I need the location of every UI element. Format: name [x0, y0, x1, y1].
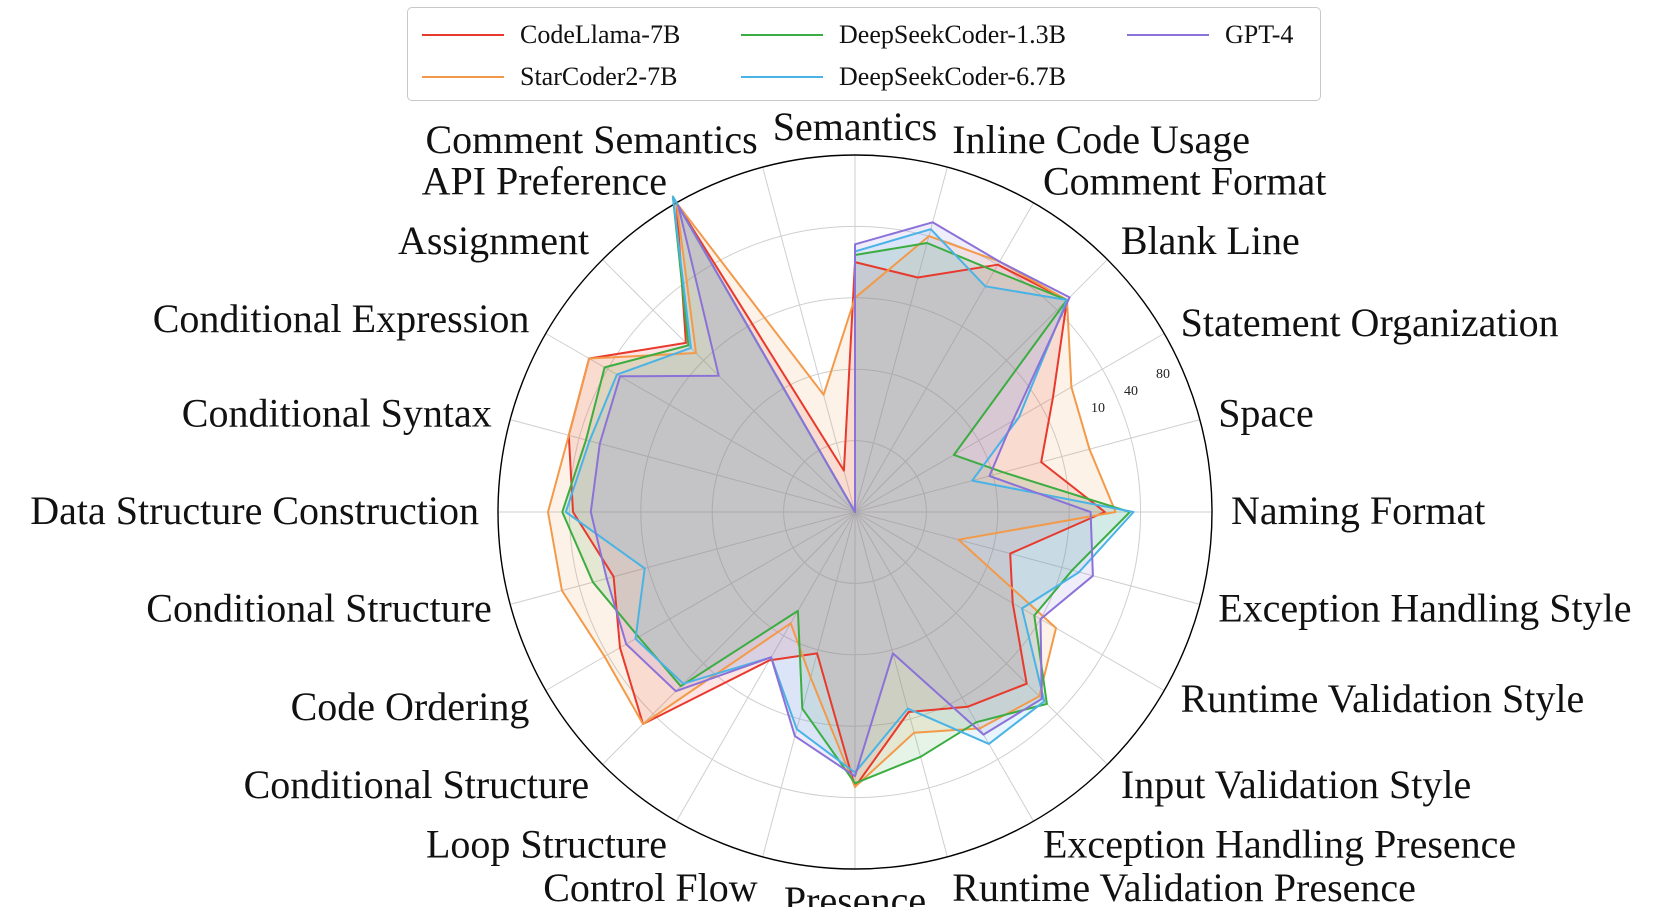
axis-label-7-naming-format: Naming Format: [1231, 488, 1485, 533]
grid-spoke-11: [854, 511, 1034, 822]
series-fill-codellama-7b: [568, 202, 1105, 787]
grid-spoke-24: [762, 167, 856, 513]
series-fill-deepseekcoder-1-3b: [562, 196, 1130, 784]
grid-spoke-2: [854, 167, 948, 513]
grid-spoke-6: [854, 419, 1200, 513]
radial-tick-label-1: 10: [1091, 401, 1105, 416]
axis-label-13-presence: Presence: [784, 878, 926, 907]
legend-label-deepseekcoder-1-3b: DeepSeekCoder-1.3B: [839, 20, 1066, 49]
radial-tick-label-3: 80: [1156, 367, 1170, 382]
legend-swatch-deepseekcoder-6-7b: [741, 76, 823, 78]
axis-label-11-exception-handling-presence: Exception Handling Presence: [1043, 822, 1516, 867]
grid-spoke-3: [854, 202, 1034, 513]
grid-spoke-20: [510, 419, 856, 513]
legend-label-gpt-4: GPT-4: [1225, 20, 1294, 49]
grid-spoke-10: [854, 511, 1108, 765]
legend-swatch-starcoder2-7b: [422, 76, 504, 78]
series-line-starcoder2-7b: [547, 201, 1117, 788]
axis-label-22-assignment: Assignment: [398, 218, 589, 263]
radial-tick-label-2: 40: [1124, 384, 1138, 399]
axis-label-12-runtime-validation-presence: Runtime Validation Presence: [952, 865, 1416, 907]
series-line-gpt-4: [589, 204, 1094, 778]
grid-spoke-18: [510, 511, 856, 605]
series-line-deepseekcoder-1-3b: [561, 195, 1131, 785]
axis-label-24-comment-semantics: Comment Semantics: [426, 117, 758, 162]
grid-spoke-21: [545, 333, 856, 513]
axis-label-19-data-structure-construction: Data Structure Construction: [30, 488, 479, 533]
legend-entry-gpt-4: GPT-4: [1127, 18, 1293, 52]
axis-label-14-control-flow: Control Flow: [543, 865, 758, 907]
axis-label-20-conditional-syntax: Conditional Syntax: [182, 391, 492, 436]
axis-label-18-conditional-structure: Conditional Structure: [146, 585, 492, 630]
grid-spoke-9: [854, 511, 1165, 691]
axis-label-3-comment-format: Comment Format: [1043, 158, 1326, 203]
axis-label-4-blank-line: Blank Line: [1121, 218, 1300, 263]
legend-swatch-codellama-7b: [422, 34, 504, 36]
axis-label-9-runtime-validation-style: Runtime Validation Style: [1181, 676, 1585, 721]
grid-spoke-22: [602, 259, 856, 513]
polar-frame: [497, 154, 1213, 870]
grid-spoke-5: [854, 333, 1165, 513]
legend-label-deepseekcoder-6-7b: DeepSeekCoder-6.7B: [839, 62, 1066, 91]
legend-label-starcoder2-7b: StarCoder2-7B: [520, 62, 678, 91]
axis-label-17-code-ordering: Code Ordering: [291, 684, 530, 729]
legend-entry-deepseekcoder-6-7b: DeepSeekCoder-6.7B: [741, 60, 1066, 94]
grid-spoke-17: [545, 511, 856, 691]
series-line-deepseekcoder-6-7b: [564, 195, 1135, 774]
axis-label-6-space: Space: [1218, 391, 1314, 436]
grid-spoke-8: [854, 511, 1200, 605]
legend-swatch-deepseekcoder-1-3b: [741, 34, 823, 36]
chart-legend: CodeLlama-7B StarCoder2-7B DeepSeekCoder…: [407, 7, 1321, 101]
series-fill-deepseekcoder-6-7b: [565, 196, 1134, 773]
axis-label-8-exception-handling-style: Exception Handling Style: [1218, 585, 1631, 630]
legend-entry-codellama-7b: CodeLlama-7B: [422, 18, 680, 52]
axis-label-16-conditional-structure: Conditional Structure: [244, 762, 590, 807]
axis-label-21-conditional-expression: Conditional Expression: [153, 296, 530, 341]
grid-spoke-14: [762, 511, 856, 857]
legend-swatch-gpt-4: [1127, 34, 1209, 36]
axis-label-5-statement-organization: Statement Organization: [1181, 300, 1559, 345]
axis-label-10-input-validation-style: Input Validation Style: [1121, 762, 1471, 807]
axis-label-1-semantics: Semantics: [773, 104, 937, 149]
legend-entry-deepseekcoder-1-3b: DeepSeekCoder-1.3B: [741, 18, 1066, 52]
axis-label-2-inline-code-usage: Inline Code Usage: [952, 117, 1250, 162]
legend-entry-starcoder2-7b: StarCoder2-7B: [422, 60, 677, 94]
grid-spoke-12: [854, 511, 948, 857]
grid-spoke-15: [676, 511, 856, 822]
legend-label-codellama-7b: CodeLlama-7B: [520, 20, 681, 49]
series-fill-starcoder2-7b: [548, 202, 1116, 787]
axis-label-15-loop-structure: Loop Structure: [426, 822, 667, 867]
axis-label-23-api-preference: API Preference: [422, 158, 667, 203]
